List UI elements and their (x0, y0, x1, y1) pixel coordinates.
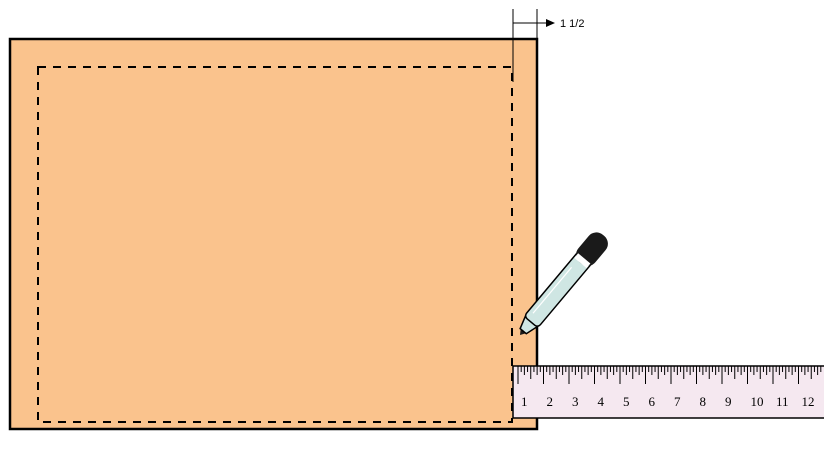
pen-cap (576, 232, 608, 266)
seam-line (37, 66, 513, 423)
pen-icon (519, 232, 608, 335)
ruler-number: 2 (547, 394, 554, 409)
fabric-panel (8, 37, 539, 431)
ruler-body (512, 365, 824, 419)
ruler-number: 11 (776, 394, 789, 409)
dimension-label: 1 1/2 (560, 18, 584, 30)
seam-allowance-dimension: 1 1/2 (512, 9, 584, 82)
arrow-right-icon (546, 19, 555, 27)
ruler-ticks (517, 366, 822, 384)
ruler-number: 6 (649, 394, 656, 409)
ruler-number: 4 (598, 394, 605, 409)
ruler-number: 3 (572, 394, 579, 409)
ruler-number: 9 (725, 394, 732, 409)
ruler-number: 8 (700, 394, 707, 409)
ruler-number: 7 (674, 394, 681, 409)
ruler-number: 10 (751, 394, 764, 409)
ruler-number: 1 (521, 394, 528, 409)
ruler-number: 12 (802, 394, 815, 409)
pen-band (574, 253, 591, 269)
ruler-number: 5 (623, 394, 630, 409)
pen-highlight (532, 266, 573, 314)
